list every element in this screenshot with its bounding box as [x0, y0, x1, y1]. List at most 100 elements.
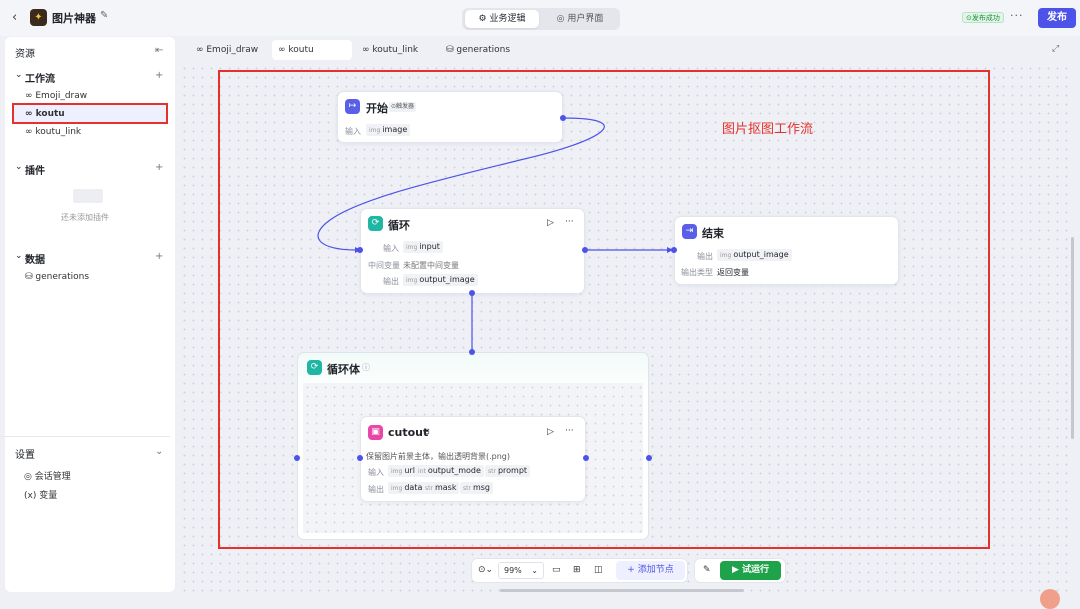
edit-icon[interactable]: ✎: [100, 10, 109, 21]
cutout-input-port[interactable]: [357, 455, 363, 461]
cutout-output-label: 输出: [368, 485, 384, 494]
start-node-title: 开始: [366, 102, 388, 115]
view-switch: ⚙ 业务逻辑 ◎ 用户界面: [462, 8, 620, 30]
loop-output-port[interactable]: [582, 247, 588, 253]
annotation-frame: [218, 70, 990, 549]
cutout-node-title: cutout: [388, 426, 429, 439]
app-title: 图片神器: [52, 12, 96, 25]
end-type-label: 输出类型: [681, 268, 713, 277]
start-icon: ↦: [345, 99, 360, 114]
sidebar-item-session-management[interactable]: ◎ 会话管理: [24, 472, 71, 482]
data-section-title[interactable]: 数据: [25, 255, 45, 266]
sidebar-item-variables[interactable]: (x) 变量: [24, 491, 58, 501]
start-input-label: 输入: [345, 127, 361, 136]
end-node[interactable]: [674, 216, 899, 285]
minimap-icon[interactable]: ◫: [594, 565, 603, 575]
loop-body-port[interactable]: [469, 290, 475, 296]
add-plugin-button[interactable]: +: [155, 162, 164, 173]
chevron-down-icon[interactable]: ⌄: [155, 446, 164, 457]
end-output-label: 输出: [697, 252, 713, 261]
end-input-port[interactable]: [671, 247, 677, 253]
loop-icon: ⟳: [368, 216, 383, 231]
end-icon: ⇥: [682, 224, 697, 239]
info-icon[interactable]: ⓘ: [362, 363, 370, 372]
comment-icon[interactable]: ▭: [552, 565, 561, 575]
loop-body-right-port[interactable]: [646, 455, 652, 461]
chevron-down-icon: ⌄: [531, 566, 538, 575]
chevron-down-icon[interactable]: ⌄: [15, 251, 23, 261]
workflow-section-title[interactable]: 工作流: [25, 74, 55, 85]
loop-mid-value: 未配置中间变量: [403, 261, 459, 270]
mouse-mode-icon[interactable]: ⊙⌄: [478, 565, 494, 575]
chevron-down-icon[interactable]: ⌄: [15, 162, 23, 172]
fullscreen-icon[interactable]: ⤢: [1052, 44, 1060, 54]
zoom-select[interactable]: 99%⌄: [498, 562, 544, 579]
workflow-icon: ∞: [25, 109, 33, 119]
workflow-icon: ∞: [25, 127, 33, 137]
sidebar-item-emoji-draw[interactable]: ∞ Emoji_draw: [25, 91, 88, 101]
empty-plugin-icon: [73, 189, 103, 203]
cutout-input-label: 输入: [368, 468, 384, 477]
plugin-section-title[interactable]: 插件: [25, 166, 45, 177]
loop-input-port[interactable]: [357, 247, 363, 253]
add-data-button[interactable]: +: [155, 251, 164, 262]
sidebar-divider: [0, 436, 170, 437]
editor-tab-generations[interactable]: ⛁ generations: [446, 45, 511, 55]
tab-business-logic[interactable]: ⚙ 业务逻辑: [465, 10, 539, 28]
test-icon[interactable]: ✎: [703, 565, 711, 575]
assistant-avatar[interactable]: [1040, 589, 1060, 609]
editor-tab-emoji-draw[interactable]: ∞ Emoji_draw: [196, 45, 259, 55]
sidebar-item-koutu-link[interactable]: ∞ koutu_link: [25, 127, 82, 137]
loop-output-label: 输出: [383, 277, 399, 286]
workflow-icon: ∞: [362, 45, 370, 55]
loop-body-title: 循环体: [327, 363, 360, 376]
cutout-description: 保留图片前景主体，输出透明背景(.png): [366, 452, 511, 461]
workflow-icon: ∞: [278, 45, 286, 55]
add-node-button[interactable]: + 添加节点: [616, 561, 685, 580]
workflow-icon: ∞: [25, 91, 33, 101]
start-output-port[interactable]: [560, 115, 566, 121]
workflow-icon: ∞: [196, 45, 204, 55]
loop-body-top-port[interactable]: [469, 349, 475, 355]
horizontal-scrollbar[interactable]: [500, 589, 744, 592]
database-icon: ⛁: [446, 45, 454, 55]
plugin-empty-text: 还未添加插件: [61, 213, 109, 222]
variable-icon: (x): [24, 491, 37, 501]
app-logo: ✦: [30, 9, 47, 26]
chat-icon: ◎: [24, 472, 32, 482]
editor-tab-koutu[interactable]: ∞ koutu: [272, 40, 352, 60]
more-icon[interactable]: ···: [1010, 9, 1024, 22]
vertical-scrollbar[interactable]: [1071, 237, 1074, 439]
plugin-icon: ⊟: [423, 427, 430, 436]
sidebar-item-generations[interactable]: ⛁ generations: [25, 272, 90, 282]
publish-status-badge: ⊙发布成功: [962, 12, 1004, 23]
end-node-title: 结束: [702, 227, 724, 240]
publish-button[interactable]: 发布: [1038, 8, 1076, 28]
chevron-down-icon[interactable]: ⌄: [15, 70, 23, 80]
layout-icon[interactable]: ⊞: [573, 565, 581, 575]
more-icon[interactable]: ···: [565, 426, 574, 436]
add-workflow-button[interactable]: +: [155, 70, 164, 81]
cutout-output-port[interactable]: [583, 455, 589, 461]
trigger-tag: ⊙触发器: [389, 102, 417, 112]
run-node-icon[interactable]: ▷: [547, 427, 554, 437]
sidebar-item-koutu[interactable]: ∞ koutu: [25, 109, 65, 119]
test-run-button[interactable]: ▶ 试运行: [720, 561, 781, 580]
tab-user-interface[interactable]: ◎ 用户界面: [556, 14, 604, 24]
loop-mid-label: 中间变量: [368, 261, 400, 270]
loop-body-left-port[interactable]: [294, 455, 300, 461]
run-node-icon[interactable]: ▷: [547, 218, 554, 228]
collapse-sidebar-icon[interactable]: ⇤: [155, 45, 164, 56]
more-icon[interactable]: ···: [565, 217, 574, 227]
editor-tab-koutu-link[interactable]: ∞ koutu_link: [362, 45, 419, 55]
back-icon[interactable]: ‹: [12, 10, 18, 25]
